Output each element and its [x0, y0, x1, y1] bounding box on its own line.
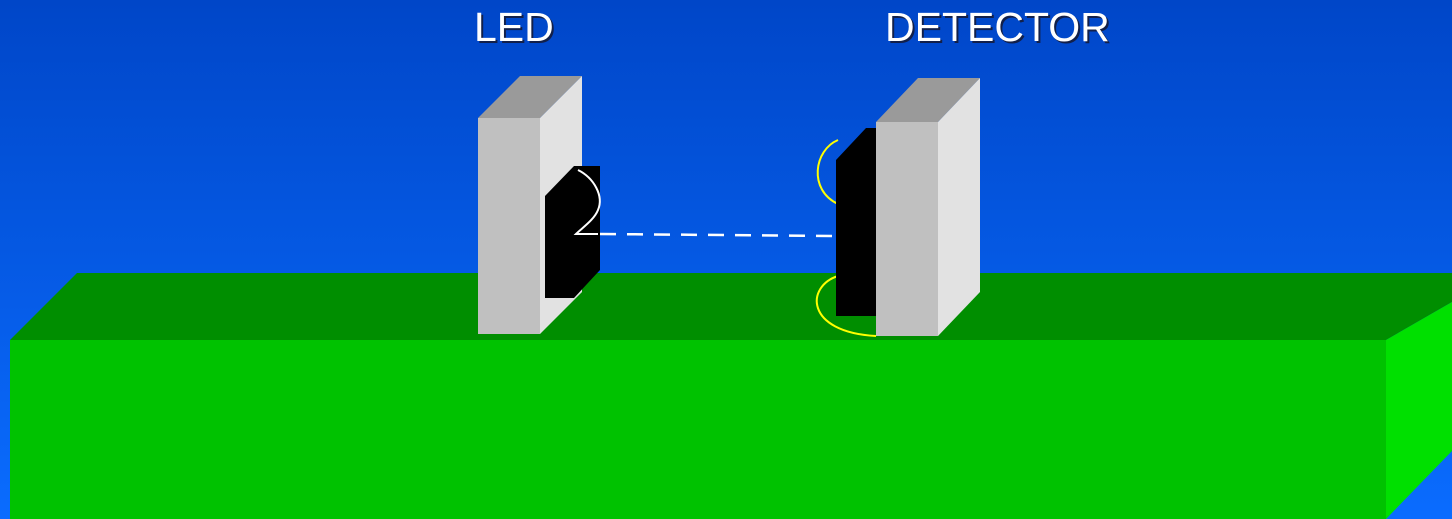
led-chip-icon — [545, 166, 600, 298]
board-side-face — [1386, 302, 1452, 519]
detector-label: DETECTOR — [885, 4, 1110, 50]
detector-block-side — [938, 78, 980, 336]
led-block-top — [478, 76, 582, 118]
detector-block-front — [876, 122, 938, 336]
detector-wire-bottom — [815, 275, 877, 337]
led-block-front — [478, 118, 540, 334]
led-block — [478, 76, 601, 334]
led-label: LED — [474, 4, 554, 50]
led-wire — [573, 169, 601, 235]
board-top-face — [10, 273, 1452, 340]
detector-wire-top — [816, 139, 839, 205]
detector-block — [815, 78, 980, 337]
photodetector-chip-icon — [836, 128, 876, 316]
circuit-board — [10, 273, 1452, 519]
detector-block-top — [876, 78, 980, 122]
board-front-face — [10, 340, 1386, 519]
light-beam — [599, 232, 837, 238]
